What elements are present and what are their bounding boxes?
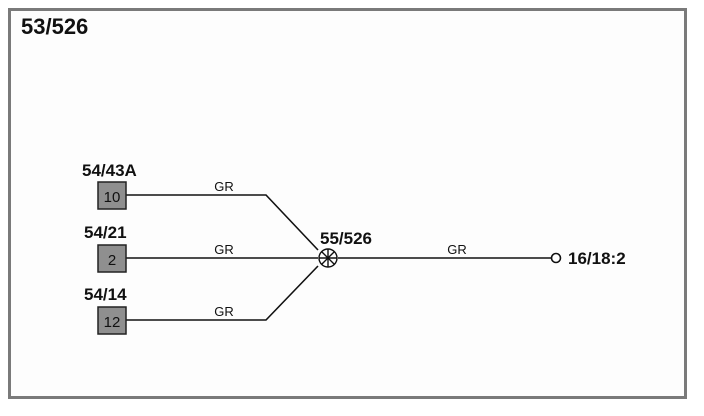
- wire-label-output: GR: [447, 242, 467, 257]
- wire-connector-3: [126, 265, 319, 321]
- connector-pin-box-2: [97, 244, 127, 273]
- connector-label-1: 54/43A: [82, 161, 137, 180]
- connector-pin-3: 12: [104, 314, 121, 331]
- connector-label-3: 54/14: [84, 285, 127, 304]
- connector-pin-2: 2: [108, 252, 116, 269]
- connector-pin-1: 10: [104, 189, 121, 206]
- diagram-title: 53/526: [21, 14, 89, 39]
- wire-label-3: GR: [214, 304, 234, 319]
- wire-connector-1: [126, 194, 319, 251]
- splice-label: 55/526: [320, 229, 372, 248]
- connector-pin-box-3: [97, 306, 127, 335]
- connector-pin-box-1: [97, 181, 127, 210]
- terminal-label: 16/18:2: [568, 249, 626, 268]
- splice-icon: [318, 248, 338, 268]
- terminal-icon: [550, 252, 562, 264]
- wire-label-2: GR: [214, 242, 234, 257]
- connector-label-2: 54/21: [84, 223, 127, 242]
- wire-label-1: GR: [214, 179, 234, 194]
